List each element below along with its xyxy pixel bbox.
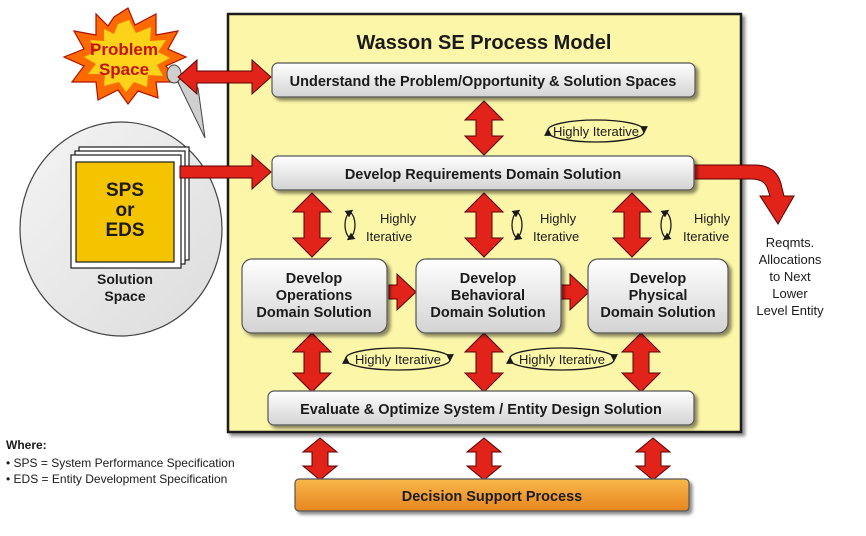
double-arrow-icon <box>177 58 272 96</box>
output-note-2: Allocations <box>759 252 822 267</box>
physical-label-3: Domain Solution <box>600 305 715 321</box>
iteration-label-behav-1: Highly <box>540 211 577 226</box>
arrow-behav-to-phys <box>559 272 590 312</box>
iteration-label-phys-2: Iterative <box>683 229 729 244</box>
behavioral-label-3: Domain Solution <box>430 305 545 321</box>
operations-label-1: Develop <box>286 271 343 287</box>
iteration-label-top: Highly Iterative <box>553 124 639 139</box>
physical-box <box>587 258 729 334</box>
operations-label-2: Operations <box>276 288 353 304</box>
behavioral-label-1: Develop <box>460 271 517 287</box>
starburst-icon <box>62 7 188 106</box>
double-arrow-icon <box>634 437 672 481</box>
operations-label-3: Domain Solution <box>256 305 371 321</box>
problem-space-label-1: Problem <box>90 40 158 59</box>
double-arrow-icon <box>465 437 503 481</box>
requirements-box <box>271 155 695 191</box>
understand-label: Understand the Problem/Opportunity & Sol… <box>290 74 677 90</box>
output-note-4: Lower <box>772 286 808 301</box>
requirements-label: Develop Requirements Domain Solution <box>345 167 621 183</box>
document-stack-icon <box>70 146 190 269</box>
iteration-cycle-icon <box>511 209 523 241</box>
iteration-label-behav-2: Iterative <box>533 229 579 244</box>
iteration-label-bottom-right: Highly Iterative <box>519 352 605 367</box>
output-note-5: Level Entity <box>756 303 824 318</box>
double-arrow-icon <box>463 192 505 258</box>
iteration-label-bottom-left: Highly Iterative <box>355 352 441 367</box>
double-arrow-icon <box>611 192 653 258</box>
understand-box <box>271 62 696 98</box>
arrows <box>177 58 795 481</box>
operations-box <box>241 258 388 334</box>
arrow-to-next-level <box>693 164 795 225</box>
iteration-cycle-icon <box>342 347 454 371</box>
iteration-cycle-icon <box>544 119 648 143</box>
or-label: or <box>116 200 136 221</box>
evaluate-label: Evaluate & Optimize System / Entity Desi… <box>300 402 662 418</box>
arrow-ops-to-behav <box>388 272 417 312</box>
iteration-label-phys-1: Highly <box>694 211 731 226</box>
physical-label-1: Develop <box>630 271 687 287</box>
solution-space-label-2: Space <box>104 288 145 304</box>
problem-space-label-2: Space <box>99 60 149 79</box>
arrow-to-requirements <box>179 153 272 191</box>
output-note-1: Reqmts. <box>766 235 814 250</box>
eds-label: EDS <box>105 220 144 241</box>
double-arrow-icon <box>291 192 333 258</box>
decision-support-box <box>294 478 690 512</box>
double-arrow-icon <box>463 100 505 156</box>
iteration-label-ops-2: Iterative <box>366 229 412 244</box>
iteration-cycle-icon <box>660 209 672 241</box>
legend-item-sps: • SPS = System Performance Specification <box>6 456 235 470</box>
legend-heading: Where: <box>6 438 47 452</box>
iteration-cycle-icon <box>344 209 356 241</box>
legend-item-eds: • EDS = Entity Development Specification <box>6 472 227 486</box>
iteration-cycle-icon <box>506 347 618 371</box>
decision-support-label: Decision Support Process <box>402 489 583 505</box>
behavioral-label-2: Behavioral <box>451 288 525 304</box>
sps-label: SPS <box>106 180 144 201</box>
physical-label-2: Physical <box>629 288 688 304</box>
double-arrow-icon <box>301 437 339 481</box>
solution-space-label-1: Solution <box>97 271 153 287</box>
evaluate-box <box>267 390 695 426</box>
diagram-title: Wasson SE Process Model <box>357 32 612 54</box>
output-note-3: to Next <box>769 269 811 284</box>
behavioral-box <box>415 258 562 334</box>
iteration-label-ops-1: Highly <box>380 211 417 226</box>
